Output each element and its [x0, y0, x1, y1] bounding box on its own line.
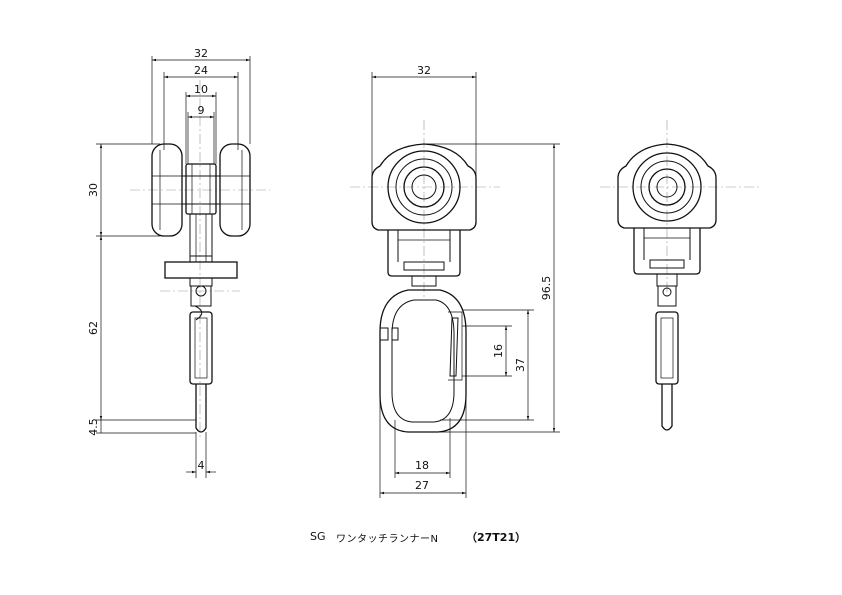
dim-side-stem-62: 62 [87, 321, 100, 335]
dim-front-outer-27: 27 [415, 479, 429, 492]
title-model: SG [310, 530, 326, 543]
side-view: 32 24 10 9 30 62 4.5 4 [87, 47, 270, 478]
title-product-code: （27T21） [466, 531, 527, 544]
dim-front-width-32: 32 [417, 64, 431, 77]
front-view: 32 96.5 37 16 18 27 [350, 64, 560, 498]
dim-front-hook-37: 37 [514, 358, 527, 372]
dim-side-pin-4: 4 [198, 459, 205, 472]
dim-front-height-96-5: 96.5 [540, 276, 553, 301]
dim-front-inner-18: 18 [415, 459, 429, 472]
drawing-title: SG ワンタッチランナーN （27T21） [0, 530, 842, 550]
dim-side-wheel-30: 30 [87, 183, 100, 197]
rear-view [600, 120, 762, 431]
dim-front-latch-16: 16 [492, 344, 505, 358]
dim-side-width-32: 32 [194, 47, 208, 60]
dim-side-tip-4-5: 4.5 [87, 418, 100, 436]
title-product-name: ワンタッチランナーN [336, 534, 439, 545]
dim-side-body-10: 10 [194, 83, 208, 96]
dim-side-span-24: 24 [194, 64, 208, 77]
dim-side-axle-9: 9 [198, 104, 205, 117]
